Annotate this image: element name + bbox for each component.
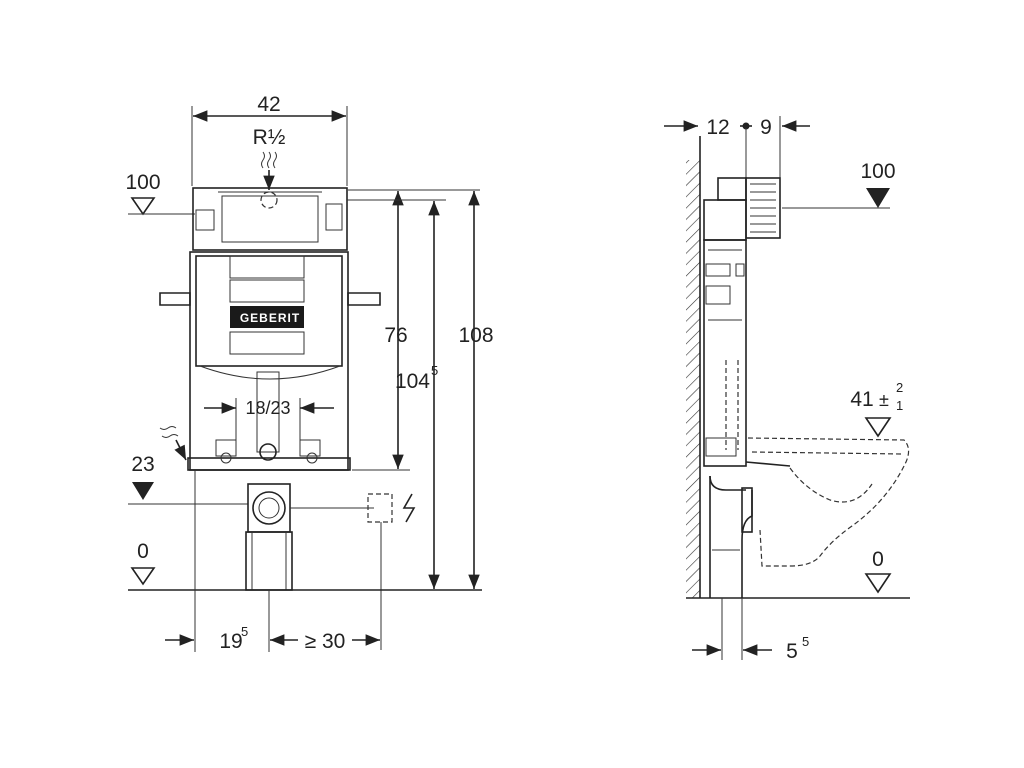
height-104-sup: 5 xyxy=(431,363,438,378)
brand-logo: GEBERIT xyxy=(240,311,300,325)
side-flush-level-label: 100 xyxy=(860,160,895,183)
electric-box xyxy=(367,493,416,650)
pipe-offset-sup: 5 xyxy=(802,634,809,649)
width-label: 42 xyxy=(257,93,280,116)
bottom-offset-dimensions: 19 5 ≥ 30 xyxy=(165,470,380,653)
electricity-icon xyxy=(402,493,416,523)
flush-bend-dimension: 18/23 xyxy=(204,398,334,444)
depth-dimensions: 12 9 xyxy=(664,116,810,180)
offset-left-sup: 5 xyxy=(241,624,248,639)
flush-level-label: 100 xyxy=(125,171,160,194)
level-mark-100: 100 xyxy=(125,171,195,216)
pipe-offset-label: 5 xyxy=(786,640,798,663)
seat-tolerance-plus: 2 xyxy=(896,380,903,395)
side-view: 12 9 xyxy=(664,116,910,663)
depth-left-label: 12 xyxy=(706,116,729,139)
installation-frame: GEBERIT xyxy=(159,187,386,471)
seat-tolerance-minus: 1 xyxy=(896,398,903,413)
water-inlet-icon xyxy=(261,151,277,169)
level-mark-41: 41 ± 2 1 xyxy=(850,380,903,438)
height-dimensions: 76 104 5 108 xyxy=(348,189,494,589)
svg-text:±: ± xyxy=(879,390,889,410)
height-76-label: 76 xyxy=(384,324,407,347)
front-view: 42 R½ 100 xyxy=(125,93,493,653)
depth-right-label: 9 xyxy=(760,116,772,139)
side-floor-level-label: 0 xyxy=(872,548,884,571)
seat-level-label: 41 xyxy=(850,388,873,411)
drain-pipe xyxy=(245,483,374,591)
frame-side xyxy=(703,177,791,467)
height-104-label: 104 xyxy=(395,370,430,393)
pipe-offset-dimension: 5 5 xyxy=(692,598,809,663)
drain-bend xyxy=(709,475,753,598)
offset-left-label: 19 xyxy=(219,630,242,653)
water-supply-icon xyxy=(159,426,179,438)
height-108-label: 108 xyxy=(458,324,493,347)
offset-right-label: ≥ 30 xyxy=(305,630,346,653)
water-connection-label: R½ xyxy=(253,126,286,149)
flush-bend-label: 18/23 xyxy=(245,398,290,418)
toilet-bowl-outline xyxy=(747,437,910,567)
width-dimension: 42 R½ xyxy=(191,93,348,209)
water-supply-level-label: 23 xyxy=(131,453,154,476)
level-mark-23: 23 xyxy=(128,426,248,505)
wall xyxy=(686,136,910,599)
floor-level-front: 0 xyxy=(128,540,482,591)
floor-level-label: 0 xyxy=(137,540,149,563)
floor-level-side: 0 xyxy=(864,548,892,594)
level-mark-100-side: 100 xyxy=(782,160,896,209)
